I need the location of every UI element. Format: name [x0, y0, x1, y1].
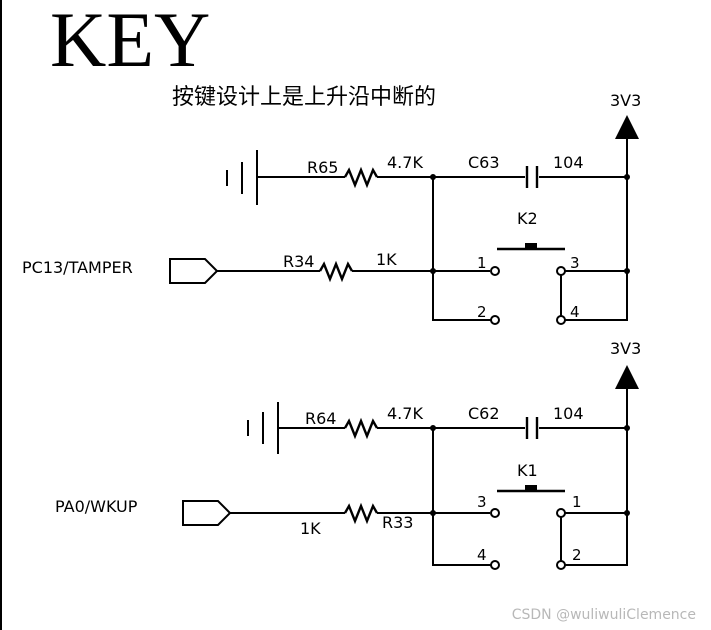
- junction-dot: [624, 174, 630, 180]
- ground-symbol-k1: [247, 402, 279, 454]
- r34-label: R34: [283, 252, 314, 271]
- signal-label-k1: PA0/WKUP: [55, 497, 138, 516]
- supply-arrow-k1: [615, 365, 639, 389]
- r64-value: 4.7K: [387, 404, 423, 423]
- c63-value: 104: [553, 153, 584, 172]
- r64-label: R64: [305, 409, 336, 428]
- c62-value: 104: [553, 404, 584, 423]
- r65-label: R65: [307, 158, 338, 177]
- schematic-subtitle: 按键设计上是上升沿中断的: [172, 85, 436, 110]
- switch-k1: [490, 485, 566, 570]
- switch-k2: [490, 243, 566, 325]
- resistor-r34: [318, 260, 354, 283]
- pin-number: 1: [572, 493, 582, 511]
- circuit-k1: 3V3 R64 4.7K C62 104 PA0/WKUP: [55, 339, 641, 570]
- pin-number: 2: [477, 303, 487, 321]
- circuit-k2: 3V3 R65 4.7K C63 104 PC13/TAMPER: [22, 91, 641, 325]
- pin-number: 3: [477, 493, 487, 511]
- r65-value: 4.7K: [387, 153, 423, 172]
- signal-label-k2: PC13/TAMPER: [22, 258, 133, 277]
- ground-symbol-k2: [226, 150, 258, 205]
- capacitor-c63: [525, 166, 539, 188]
- r33-label: R33: [382, 513, 413, 532]
- supply-label-k1: 3V3: [610, 339, 641, 358]
- pin-number: 4: [570, 303, 580, 321]
- watermark: CSDN @wuliwuliClemence: [512, 607, 696, 623]
- pin-number: 4: [477, 546, 487, 564]
- r34-value: 1K: [376, 250, 397, 269]
- c63-label: C63: [468, 153, 500, 172]
- pin-number: 1: [477, 254, 487, 272]
- capacitor-c62: [525, 417, 539, 439]
- supply-label-k2: 3V3: [610, 91, 641, 110]
- supply-arrow-k2: [615, 115, 639, 139]
- r33-value: 1K: [300, 519, 321, 538]
- switch-label-k1: K1: [517, 461, 538, 480]
- junction-dot: [624, 425, 630, 431]
- schematic-title: KEY: [50, 0, 210, 83]
- pin-number: 2: [572, 546, 582, 564]
- c62-label: C62: [468, 404, 500, 423]
- signal-port-k2: [169, 258, 219, 284]
- resistor-r65: [343, 166, 379, 189]
- switch-label-k2: K2: [517, 209, 538, 228]
- resistor-r64: [343, 417, 379, 440]
- resistor-r33: [343, 502, 379, 525]
- pin-number: 3: [570, 254, 580, 272]
- signal-port-k1: [182, 500, 232, 526]
